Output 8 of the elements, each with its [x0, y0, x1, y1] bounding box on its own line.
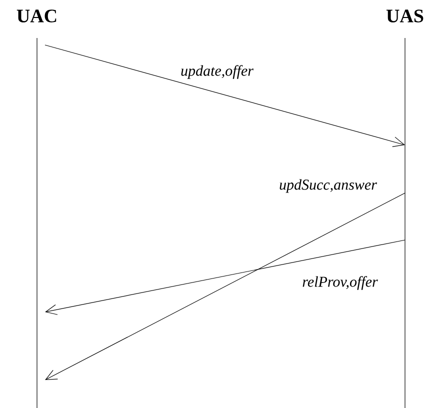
participant-lifeline: UAS	[386, 10, 424, 408]
participant-lifeline: UAC	[16, 10, 56, 408]
edge-label: update,offer	[181, 65, 254, 79]
message-arrow	[45, 240, 406, 315]
message-arrow	[44, 44, 405, 147]
message-arrow	[45, 192, 406, 380]
edge-label: updSucc,answer	[280, 179, 377, 193]
edge-label: relProv,offer	[302, 276, 378, 290]
